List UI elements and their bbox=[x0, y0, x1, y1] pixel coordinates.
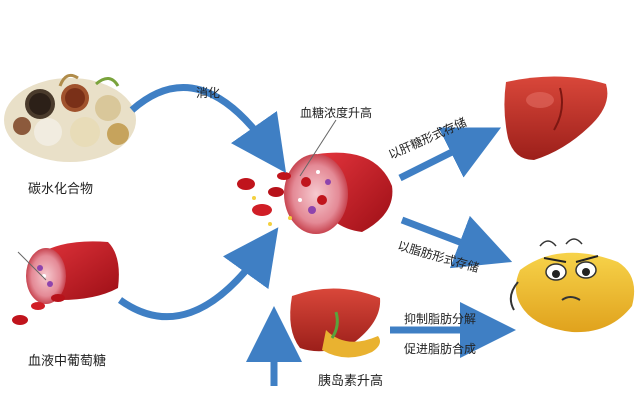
label-promote-fat-synthesis: 促进脂肪合成 bbox=[404, 342, 477, 356]
grain-bowls-icon bbox=[4, 73, 136, 162]
arrow-digestion bbox=[129, 84, 287, 173]
pancreas-icon bbox=[290, 288, 381, 358]
arrows bbox=[117, 84, 516, 386]
fatty-liver-icon bbox=[509, 238, 635, 333]
label-inhibit-fat-breakdown: 抑制脂肪分解 bbox=[404, 312, 477, 326]
liver-icon bbox=[504, 76, 608, 160]
label-insulin-rise: 胰岛素升高 bbox=[318, 374, 384, 389]
arrow-to-fat bbox=[400, 215, 513, 269]
arrow-to-liver bbox=[398, 127, 502, 182]
blood-vessel-icon bbox=[237, 119, 393, 234]
label-blood-sugar-rise: 血糖浓度升高 bbox=[300, 106, 373, 120]
blood-vessel-icon bbox=[12, 241, 119, 325]
arrow-blood-to-vessel bbox=[117, 227, 279, 321]
label-carbohydrate: 碳水化合物 bbox=[28, 182, 94, 197]
label-blood-glucose: 血液中葡萄糖 bbox=[28, 354, 107, 369]
label-digestion: 消化 bbox=[196, 86, 221, 100]
